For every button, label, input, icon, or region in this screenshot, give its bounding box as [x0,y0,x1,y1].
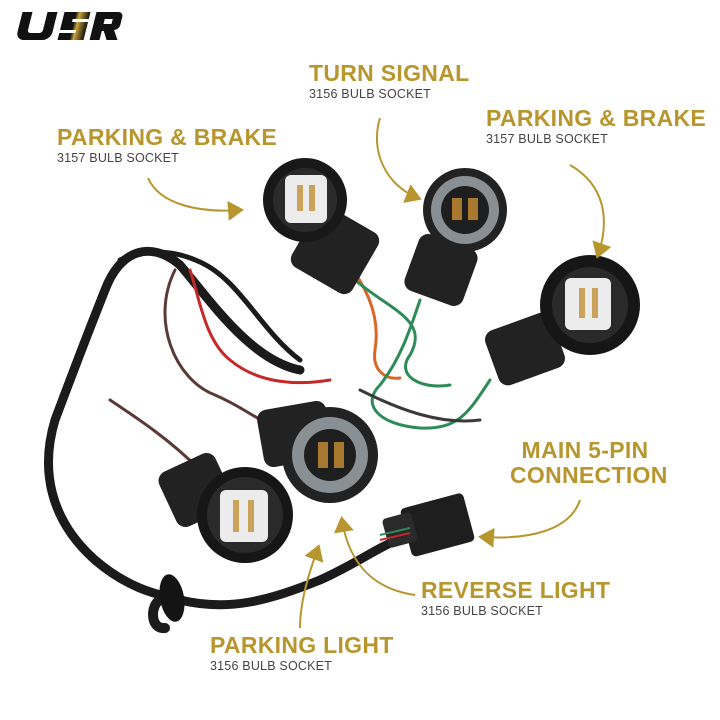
harness-grommet [159,574,185,622]
callout-subtitle: 3157 BULB SOCKET [486,132,609,147]
callout-parking-brake-left: PARKING & BRAKE 3157 BULB SOCKET [57,124,278,167]
callout-title: PARKING & BRAKE [486,105,707,131]
callout-title: PARKING & BRAKE [57,124,278,150]
callout-subtitle: 3157 BULB SOCKET [57,151,180,166]
arrow-parking-brake-right [569,164,612,259]
socket-turn-signal [404,168,507,306]
callout-title: REVERSE LIGHT [421,577,611,603]
callout-title-line-1: MAIN 5-PIN [521,437,649,463]
arrow-turn-signal [375,117,422,203]
main-5-pin-connector [379,493,475,557]
callout-main-connection: MAIN 5-PIN CONNECTION [510,437,668,489]
callout-title: PARKING LIGHT [210,632,394,658]
callout-title-line-2: CONNECTION [510,462,668,489]
arrow-parking-brake-left [147,177,244,221]
usr-logo [17,12,123,40]
arrow-reverse-light [334,516,416,596]
socket-parking-brake-right [485,255,640,386]
socket-parking-brake-left [263,158,380,295]
callout-reverse-light: REVERSE LIGHT 3156 BULB SOCKET [421,577,611,620]
callout-subtitle: 3156 BULB SOCKET [309,87,432,102]
callout-parking-light: PARKING LIGHT 3156 BULB SOCKET [210,632,394,675]
callout-parking-brake-right: PARKING & BRAKE 3157 BULB SOCKET [486,105,707,148]
callout-subtitle: 3156 BULB SOCKET [210,659,333,674]
arrow-main-connection [478,499,581,548]
arrow-parking-light [299,544,324,629]
harness-loom [44,246,415,633]
callout-subtitle: 3156 BULB SOCKET [421,604,544,619]
callout-title: TURN SIGNAL [309,60,470,86]
callout-turn-signal: TURN SIGNAL 3156 BULB SOCKET [309,60,470,103]
socket-parking-light [158,452,293,563]
socket-reverse-light [257,400,378,503]
